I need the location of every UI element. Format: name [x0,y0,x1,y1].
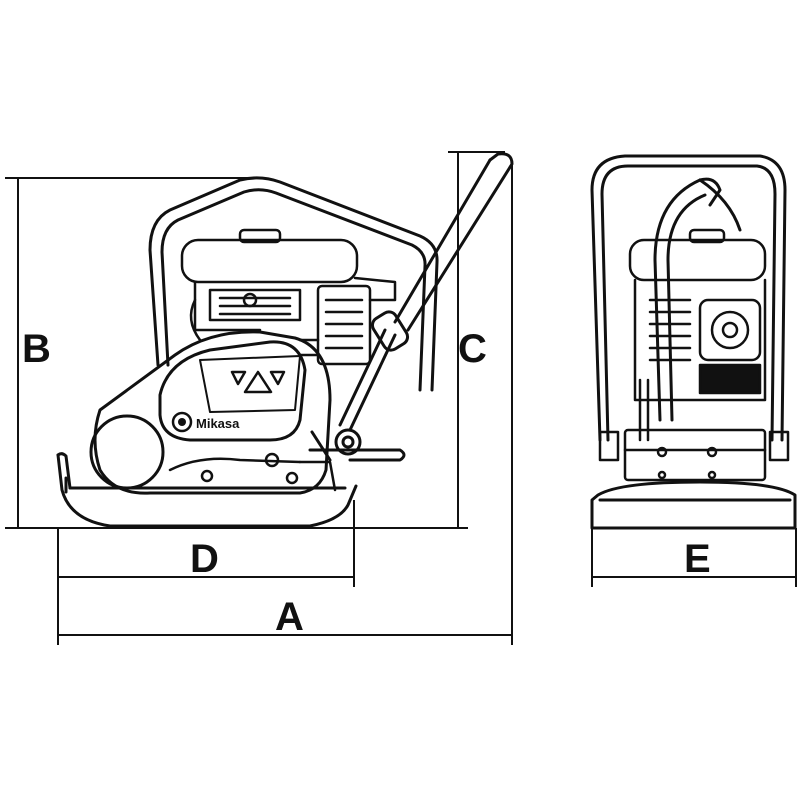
dimension-label-e: E [684,537,711,581]
handle [308,152,514,462]
front-base-plate [590,480,797,530]
front-lower-housing [598,428,790,482]
front-guard-frame [590,154,787,442]
dimension-lines [5,151,797,645]
front-engine [628,228,767,442]
guard-frame [148,176,439,392]
front-view [590,154,797,530]
logo-text: Mikasa [196,416,240,431]
base-plate [56,452,358,528]
side-view: Mikasa [56,152,514,528]
front-handle [653,177,742,422]
dimension-label-b: B [22,327,51,371]
mikasa-logo-icon [171,411,193,433]
front-recoil-starter-icon [710,310,750,350]
exciter-housing [168,452,337,492]
dimension-label-a: A [275,595,304,639]
cover-logo: Mikasa [171,370,286,433]
triangle-logo-icon [230,370,286,394]
dimension-label-d: D [190,537,219,581]
engine [180,228,397,366]
belt-cover [89,330,332,495]
dimension-label-c: C [458,327,487,371]
